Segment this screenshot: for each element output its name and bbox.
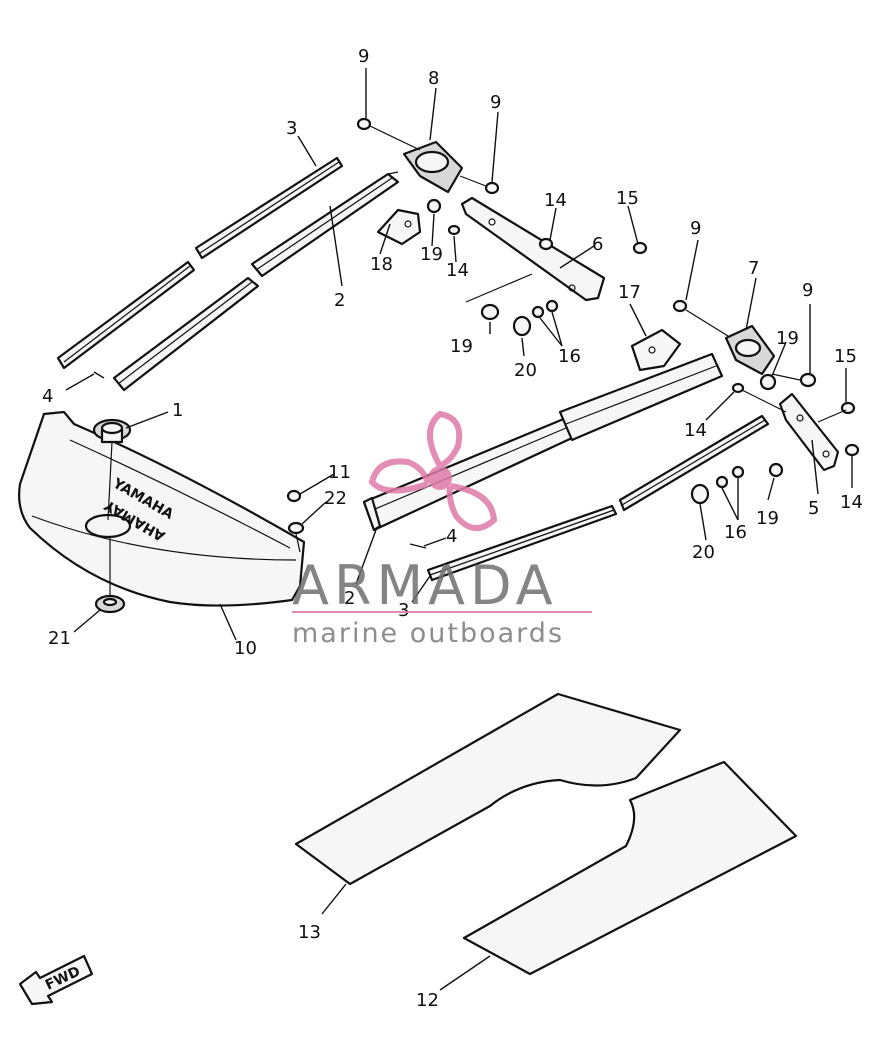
forward-arrow-icon: FWD <box>18 954 94 1006</box>
callout-9: 9 <box>802 280 813 301</box>
callout-9: 9 <box>490 92 501 113</box>
callout-3: 3 <box>286 118 297 139</box>
callout-4: 4 <box>446 526 457 547</box>
part-3-lower-strip <box>426 414 770 582</box>
part-12-floor-mat <box>462 760 798 976</box>
callout-22: 22 <box>324 488 347 509</box>
callout-9: 9 <box>358 46 369 67</box>
propeller-logo-icon <box>368 410 498 531</box>
callout-19: 19 <box>776 328 799 349</box>
part-2-upper-rail <box>112 171 400 392</box>
callout-5: 5 <box>808 498 819 519</box>
part-1-plug <box>92 418 132 444</box>
part-2-lower-rail <box>362 352 724 532</box>
callout-1: 1 <box>172 400 183 421</box>
callout-3: 3 <box>398 600 409 621</box>
callout-21: 21 <box>48 628 71 649</box>
callout-14: 14 <box>446 260 469 281</box>
callout-14: 14 <box>840 492 863 513</box>
callout-18: 18 <box>370 254 393 275</box>
callout-labels: 9 8 9 3 14 15 9 6 19 14 18 7 9 2 17 19 1… <box>42 46 863 1011</box>
callout-20: 20 <box>514 360 537 381</box>
part-18-clip <box>376 208 422 246</box>
callout-2: 2 <box>344 588 355 609</box>
callout-13: 13 <box>298 922 321 943</box>
watermark: ARMADA marine outboards <box>292 410 592 649</box>
assembly-guide-lines <box>107 125 847 596</box>
part-8-bracket <box>402 140 464 194</box>
callout-6: 6 <box>592 234 603 255</box>
callout-19: 19 <box>420 244 443 265</box>
part-21-nut <box>94 594 126 614</box>
callout-16: 16 <box>724 522 747 543</box>
part-7-bracket <box>724 324 776 376</box>
callout-17: 17 <box>618 282 641 303</box>
callout-19: 19 <box>450 336 473 357</box>
callout-9: 9 <box>690 218 701 239</box>
callout-20: 20 <box>692 542 715 563</box>
part-13-floor-mat <box>294 692 682 886</box>
callout-14: 14 <box>684 420 707 441</box>
callout-11: 11 <box>328 462 351 483</box>
callout-12: 12 <box>416 990 439 1011</box>
watermark-brand: ARMADA <box>292 554 558 617</box>
callout-15: 15 <box>616 188 639 209</box>
callout-2: 2 <box>334 290 345 311</box>
callout-16: 16 <box>558 346 581 367</box>
watermark-tagline: marine outboards <box>292 618 564 649</box>
callout-15: 15 <box>834 346 857 367</box>
part-6-mounting-bar <box>460 196 606 302</box>
callout-10: 10 <box>234 638 257 659</box>
part-5-right-bar <box>778 392 840 472</box>
part-3-upper-strip <box>56 156 344 370</box>
callout-7: 7 <box>748 258 759 279</box>
callout-8: 8 <box>428 68 439 89</box>
callout-14: 14 <box>544 190 567 211</box>
callout-leaders <box>65 68 853 991</box>
fasteners <box>93 117 860 549</box>
part-10-nose-pad: YAMAHA YAMAHA <box>18 410 306 607</box>
part-17-clip <box>630 328 682 372</box>
callout-4: 4 <box>42 386 53 407</box>
callout-19: 19 <box>756 508 779 529</box>
